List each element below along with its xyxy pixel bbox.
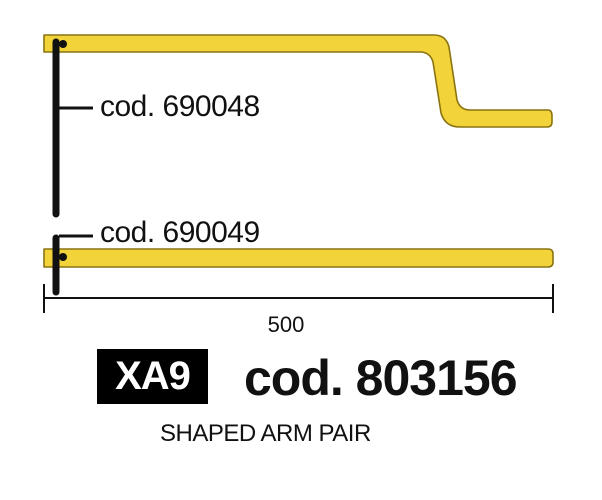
lower-pivot-dot (59, 253, 67, 261)
product-description: SHAPED ARM PAIR (160, 420, 371, 447)
upper-shaped-arm (43, 34, 553, 128)
product-code: cod. 803156 (244, 350, 518, 406)
dimension-value: 500 (267, 312, 305, 337)
upper-pivot-dot (59, 40, 67, 48)
lower-straight-arm (43, 248, 554, 268)
lower-arm-code: cod. 690049 (100, 216, 260, 249)
upper-arm-code: cod. 690048 (100, 90, 260, 123)
product-badge: XA9 (97, 349, 208, 404)
